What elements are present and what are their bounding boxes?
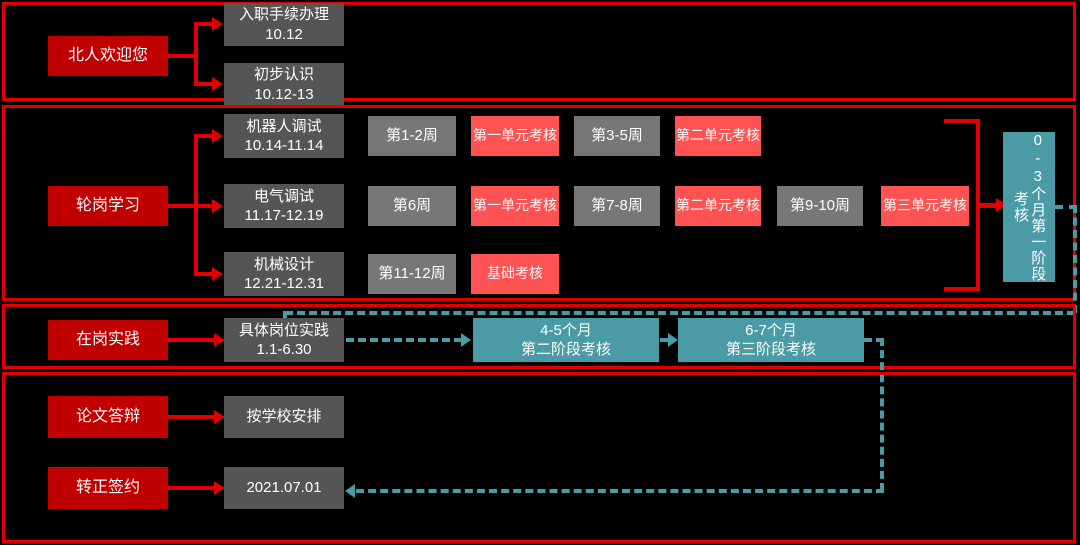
- connector-line: [194, 22, 214, 26]
- arrow-head-icon: [212, 267, 223, 281]
- stage-box-rotation[interactable]: 轮岗学习: [48, 186, 168, 226]
- arrow-head-icon: [214, 333, 225, 347]
- period-box-r2-c3[interactable]: 第7-8周: [574, 186, 660, 226]
- arrow-head-icon: [212, 129, 223, 143]
- connector-line: [976, 203, 1000, 208]
- arrow-head-icon: [214, 481, 225, 495]
- milestone-box-stage-one-assessment[interactable]: 0-3个月第一阶段考核: [1003, 132, 1055, 282]
- connector-line: [168, 486, 218, 490]
- period-box-r1-c1[interactable]: 第1-2周: [368, 116, 456, 156]
- arrow-head-icon: [461, 333, 471, 347]
- connector-line: [194, 272, 214, 276]
- dashed-connector: [346, 338, 462, 342]
- task-box-mechanical-design[interactable]: 机械设计 12.21-12.31: [224, 252, 344, 296]
- arrow-head-icon: [996, 198, 1007, 212]
- arrow-head-icon: [212, 77, 223, 91]
- exam-box-r3-c2[interactable]: 基础考核: [471, 254, 559, 294]
- exam-box-r2-c2[interactable]: 第一单元考核: [471, 186, 559, 226]
- exam-box-r1-c2[interactable]: 第一单元考核: [471, 116, 559, 156]
- milestone-box-stage-three-assessment[interactable]: 6-7个月 第三阶段考核: [678, 318, 864, 362]
- connector-line: [194, 204, 214, 208]
- dashed-connector: [1055, 205, 1077, 209]
- period-box-r2-c5[interactable]: 第9-10周: [777, 186, 863, 226]
- connector-line: [194, 24, 198, 86]
- connector-line: [168, 54, 198, 58]
- arrow-head-icon: [214, 410, 225, 424]
- task-box-electrical-debugging[interactable]: 电气调试 11.17-12.19: [224, 184, 344, 228]
- period-box-r1-c3[interactable]: 第3-5周: [574, 116, 660, 156]
- stage-box-practice[interactable]: 在岗实践: [48, 320, 168, 360]
- exam-box-r2-c6[interactable]: 第三单元考核: [881, 186, 969, 226]
- dashed-connector: [864, 338, 884, 342]
- connector-line: [944, 119, 980, 123]
- connector-line: [194, 134, 214, 138]
- stage-box-thesis-defense[interactable]: 论文答辩: [48, 396, 168, 438]
- connector-line: [168, 415, 218, 419]
- arrow-head-icon: [212, 199, 223, 213]
- section-closing: [2, 372, 1076, 543]
- connector-line: [168, 338, 218, 342]
- exam-box-r2-c4[interactable]: 第二单元考核: [675, 186, 761, 226]
- connector-line: [194, 82, 214, 86]
- exam-box-r1-c4[interactable]: 第二单元考核: [675, 116, 761, 156]
- task-box-initial-introduction[interactable]: 初步认识 10.12-13: [224, 63, 344, 106]
- period-box-r3-c1[interactable]: 第11-12周: [368, 254, 456, 294]
- arrow-head-icon: [345, 484, 355, 498]
- period-box-r2-c1[interactable]: 第6周: [368, 186, 456, 226]
- arrow-head-icon: [668, 333, 678, 347]
- connector-line: [944, 287, 980, 291]
- milestone-box-stage-two-assessment[interactable]: 4-5个月 第二阶段考核: [473, 318, 659, 362]
- task-box-specific-post-practice[interactable]: 具体岗位实践 1.1-6.30: [224, 318, 344, 362]
- stage-box-conversion-signing[interactable]: 转正签约: [48, 467, 168, 509]
- task-box-robot-debugging[interactable]: 机器人调试 10.14-11.14: [224, 114, 344, 158]
- stage-box-welcome[interactable]: 北人欢迎您: [48, 36, 168, 76]
- task-box-conversion-date[interactable]: 2021.07.01: [224, 467, 344, 509]
- arrow-head-icon: [212, 17, 223, 31]
- dashed-connector: [1073, 205, 1077, 313]
- dashed-connector: [285, 311, 1075, 315]
- section-onboarding: [2, 2, 1076, 101]
- section-rotation-learning: [2, 105, 1076, 301]
- connector-line: [168, 204, 198, 208]
- dashed-connector: [880, 338, 884, 491]
- task-box-onboarding-paperwork[interactable]: 入职手续办理 10.12: [224, 3, 344, 46]
- task-box-per-school-schedule[interactable]: 按学校安排: [224, 396, 344, 438]
- dashed-connector: [660, 338, 670, 342]
- dashed-connector: [356, 489, 884, 493]
- section-on-the-job-practice: [2, 304, 1076, 369]
